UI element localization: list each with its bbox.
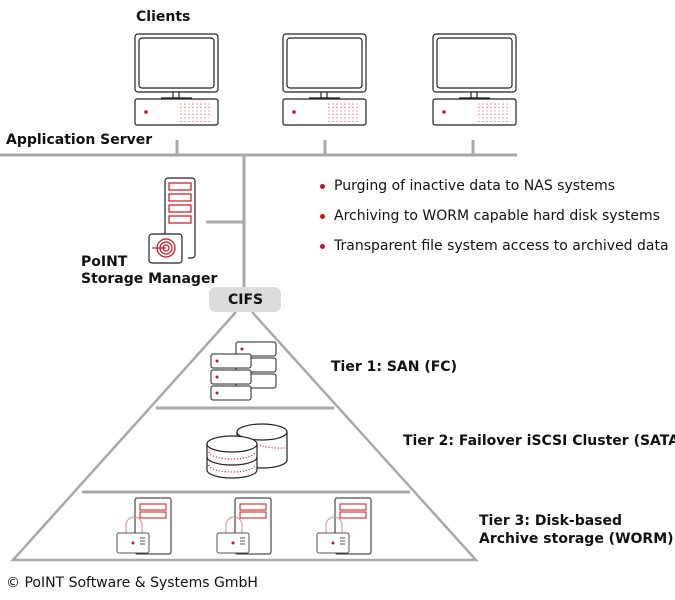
client-computer-icon [134, 33, 219, 126]
tier1-label: Tier 1: SAN (FC) [331, 359, 457, 375]
worm-storage-icon [116, 497, 172, 555]
tier3-label-1: Tier 3: Disk-based [479, 513, 623, 529]
tier2-label: Tier 2: Failover iSCSI Cluster (SATA) [403, 433, 675, 449]
cifs-badge [209, 287, 281, 312]
bullet-item: Transparent file system access to archiv… [320, 238, 669, 254]
client-computer-icon [282, 33, 367, 126]
worm-storage-icon [316, 497, 372, 555]
cifs-label: CIFS [228, 292, 264, 308]
tier3-label-2: Archive storage (WORM) [479, 531, 674, 547]
storage-manager-label-2: Storage Manager [81, 271, 218, 287]
bullet-item: Archiving to WORM capable hard disk syst… [320, 208, 660, 224]
app-server-label: Application Server [6, 132, 153, 148]
bullet-icon [320, 183, 325, 189]
storage-manager-label-1: PoINT [81, 254, 128, 270]
bullet-icon [320, 243, 325, 249]
client-computer-icon [432, 33, 517, 126]
disk-cluster-icon [206, 423, 288, 479]
bullet-item: Purging of inactive data to NAS systems [320, 178, 615, 194]
storage-pyramid [10, 311, 479, 562]
clients-label: Clients [136, 9, 191, 25]
bullet-icon [320, 213, 325, 219]
worm-storage-icon [216, 497, 272, 555]
copyright: © PoINT Software & Systems GmbH [6, 575, 258, 591]
san-icon [210, 341, 277, 401]
storage-manager-icon [148, 177, 196, 264]
